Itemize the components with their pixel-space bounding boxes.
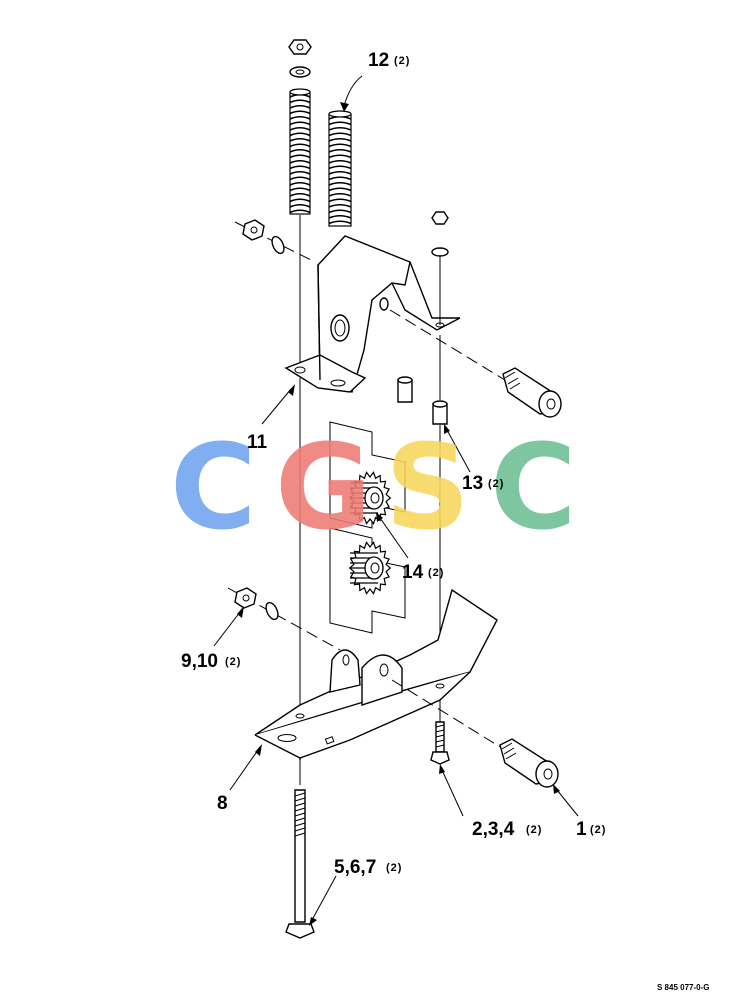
lower-shoulder-axis <box>391 679 506 751</box>
callout-8: 8 <box>217 793 228 814</box>
spacer-13 <box>432 400 448 425</box>
callout-1-number: 1 <box>576 819 587 840</box>
lower-shoulder-bolt <box>499 738 559 788</box>
callout-13-qty: (2) <box>488 478 504 490</box>
upper-bracket <box>284 235 461 393</box>
callout-9-10-number: 9,10 <box>181 651 218 672</box>
top-washer-hole <box>295 69 305 75</box>
watermark-letter-g: G <box>275 418 372 556</box>
bracket-boss <box>330 314 350 342</box>
callout-1: 1 (2) <box>576 819 606 840</box>
arrow-12 <box>340 102 349 112</box>
callout-13: 13 (2) <box>462 473 504 494</box>
watermark-letter-s: S <box>385 418 470 556</box>
arrow-13 <box>444 424 450 434</box>
right-top-nut <box>431 211 449 225</box>
lower-side-nut <box>234 587 257 609</box>
callout-2-3-4-number: 2,3,4 <box>472 819 515 840</box>
upper-shoulder-bolt <box>502 367 562 418</box>
lower-side-washer <box>265 601 279 621</box>
arrow-5-6-7 <box>309 917 317 926</box>
arrow-11 <box>288 384 295 396</box>
arrow-2-3-4 <box>439 764 445 774</box>
spacer-left <box>397 376 413 403</box>
arrow-14 <box>376 512 383 522</box>
callout-12-qty: (2) <box>394 55 410 67</box>
top-nut <box>288 39 312 55</box>
long-bolt <box>285 789 315 939</box>
lower-bracket <box>254 588 498 760</box>
callout-1-qty: (2) <box>590 824 606 836</box>
callout-14-number: 14 <box>402 562 424 583</box>
callout-8-number: 8 <box>217 793 228 814</box>
callout-14: 14 (2) <box>402 562 444 583</box>
callout-2-3-4-qty: (2) <box>526 824 542 836</box>
callout-13-number: 13 <box>462 473 483 494</box>
right-top-washer <box>431 247 449 257</box>
leader-lines <box>213 75 579 926</box>
callout-5-6-7-number: 5,6,7 <box>334 857 376 878</box>
upper-side-nut <box>242 219 265 241</box>
gear-lower <box>348 541 392 595</box>
callout-2-3-4: 2,3,4 (2) <box>472 819 542 840</box>
callout-9-10: 9,10 (2) <box>181 651 241 672</box>
callout-12-number: 12 <box>368 50 389 71</box>
callout-11-number: 11 <box>247 432 268 453</box>
screw-2-3-4 <box>430 721 450 765</box>
callout-5-6-7: 5,6,7 (2) <box>334 857 402 878</box>
upper-side-washer <box>271 235 285 255</box>
callout-11: 11 <box>247 432 268 453</box>
top-washer <box>289 66 311 78</box>
upper-shoulder-axis <box>389 309 506 381</box>
callout-5-6-7-qty: (2) <box>386 862 402 874</box>
arrow-8 <box>255 744 262 756</box>
arrow-9-10 <box>237 606 244 618</box>
figure-code: S 845 077-0-G <box>657 983 709 992</box>
callout-14-qty: (2) <box>428 567 444 579</box>
callout-9-10-qty: (2) <box>225 656 241 668</box>
watermark-letter-c2: C <box>490 418 577 556</box>
arrow-1 <box>553 784 560 794</box>
watermark: C G S C <box>170 418 577 556</box>
watermark-letter-c1: C <box>170 418 257 556</box>
spring-left <box>289 88 311 215</box>
gear-upper <box>348 471 392 525</box>
callout-12: 12 (2) <box>368 50 410 71</box>
spring-12 <box>328 110 352 227</box>
